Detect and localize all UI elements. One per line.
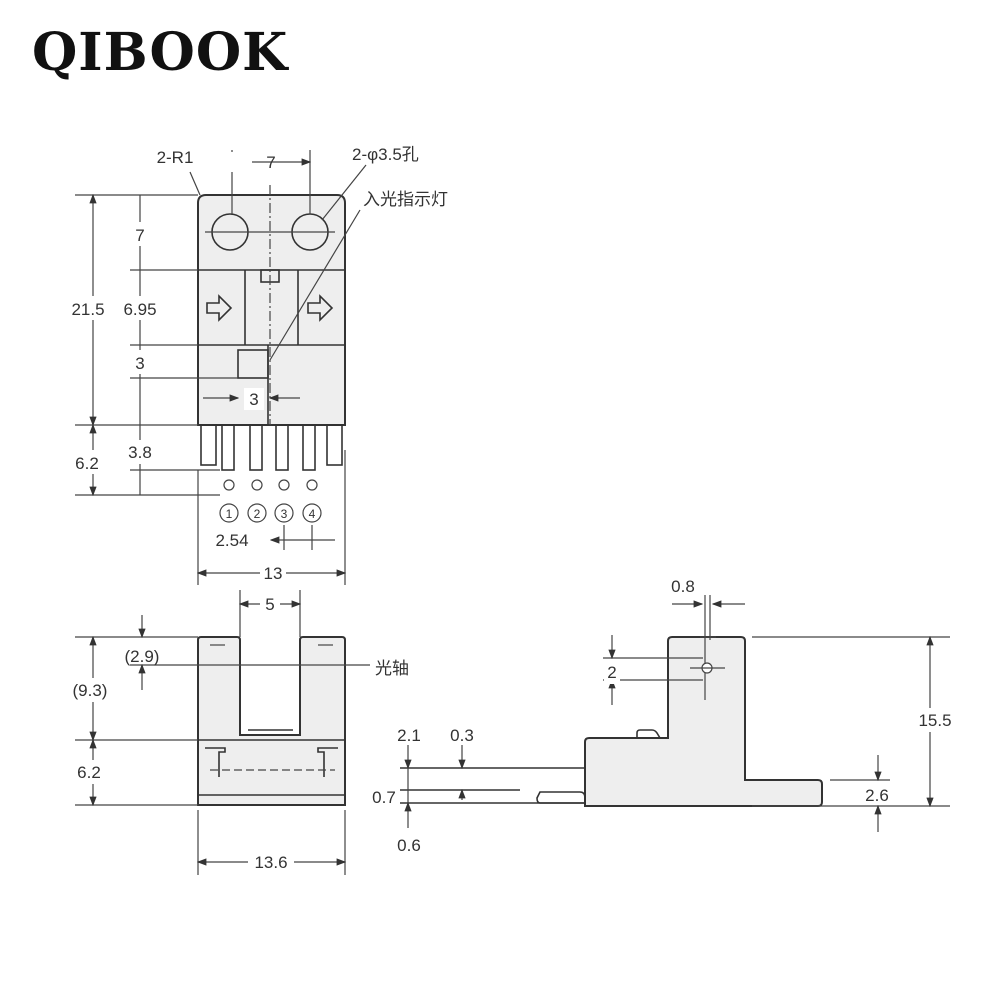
- dim-0.8-label: 0.8: [671, 577, 695, 596]
- dim-0.6-label: 0.6: [397, 836, 421, 855]
- overall-height-label: 21.5: [71, 300, 104, 319]
- dim-3-horizontal-label: 3: [249, 390, 258, 409]
- dim-6.95-label: 6.95: [123, 300, 156, 319]
- dim-0.7-label: 0.7: [372, 788, 396, 807]
- pin-1: 1: [226, 507, 233, 521]
- pin-4: 4: [309, 507, 316, 521]
- dim-0.3-label: 0.3: [450, 726, 474, 745]
- top-view-body: [197, 194, 346, 426]
- indicator-label: 入光指示灯: [363, 190, 448, 209]
- hole-label: 2-φ3.5孔: [352, 145, 419, 164]
- side-view: 0.8 2 15.5 2.1 0.3 0.7 0.6 2.6: [372, 577, 952, 855]
- pin-number-markers: 1 2 3 4: [219, 503, 322, 523]
- dim-7-label: 7: [135, 226, 144, 245]
- dim-2.9-label: (2.9): [125, 647, 160, 666]
- pin-3: 3: [281, 507, 288, 521]
- dim-3.8-label: 3.8: [128, 443, 152, 462]
- brand-logo: QIBOOK: [32, 22, 289, 83]
- slot-width-label: 5: [265, 595, 274, 614]
- dim-2.6-label: 2.6: [865, 786, 889, 805]
- top-view: 1 2 3 4: [68, 145, 448, 585]
- arrow-right-icon: [206, 294, 233, 322]
- front-view: 5 (2.9) (9.3) 6.2 13.6 光轴: [68, 590, 409, 875]
- dim-2.1-label: 2.1: [397, 726, 421, 745]
- pin-pitch-label: 2.54: [215, 531, 248, 550]
- dim-6.2-label: 6.2: [75, 454, 99, 473]
- side-view-body: [584, 636, 823, 807]
- height-15.5-label: 15.5: [918, 711, 951, 730]
- dim-6.2-front-label: 6.2: [77, 763, 101, 782]
- dim-2-label: 2: [607, 663, 616, 682]
- pin-2: 2: [254, 507, 261, 521]
- radius-label: 2-R1: [157, 148, 194, 167]
- front-view-body: [197, 636, 346, 806]
- width-13.6-label: 13.6: [254, 853, 287, 872]
- dim-3-vertical-label: 3: [135, 354, 144, 373]
- optical-axis-label: 光轴: [375, 659, 409, 678]
- width-13-label: 13: [264, 564, 283, 583]
- dim-9.3-label: (9.3): [73, 681, 108, 700]
- hole-spacing-label: 7: [266, 153, 275, 172]
- arrow-right-icon: [307, 294, 334, 322]
